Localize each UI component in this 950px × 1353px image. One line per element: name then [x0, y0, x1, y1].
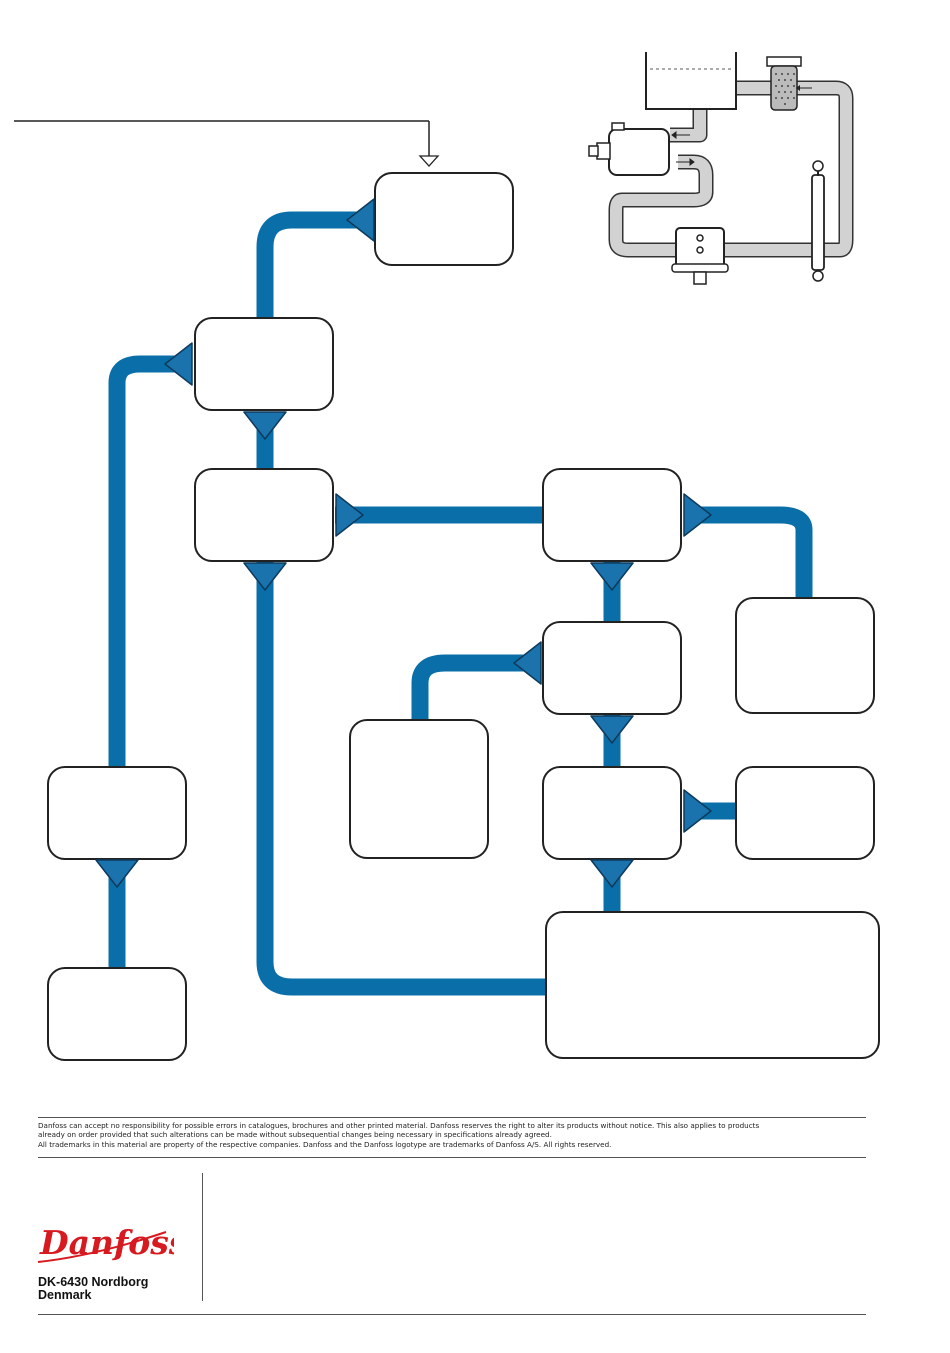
box-middle-right: [542, 468, 682, 562]
address: DK-6430 Nordborg Denmark: [38, 1276, 148, 1302]
arrow-down-center: [590, 715, 634, 744]
arrow-down-middle-right: [590, 562, 634, 591]
hydraulic-schematic: [588, 52, 854, 285]
pipe-b3-to-b11: [256, 562, 546, 996]
arrow-left-into-center-box: [513, 641, 542, 685]
box-lower-center: [542, 766, 682, 860]
arrow-down-left-box: [95, 859, 139, 888]
box-far-right: [735, 597, 875, 714]
logo-wordmark: Danfoss: [39, 1223, 174, 1262]
disclaimer-bottom-rule: [38, 1157, 866, 1158]
arrow-right-middle-right: [683, 493, 712, 537]
leader-line: [14, 120, 440, 167]
disclaimer-line-3: All trademarks in this material are prop…: [38, 1139, 612, 1149]
danfoss-logo: Danfoss: [34, 1216, 187, 1273]
flow-boxes: [47, 172, 880, 1061]
box-top: [374, 172, 514, 266]
disclaimer-top-rule: [38, 1117, 866, 1118]
arrow-left-into-top-box: [346, 198, 375, 242]
address-line-2: Denmark: [38, 1288, 92, 1302]
pipe-b7-to-b4: [695, 506, 813, 598]
box-left: [47, 766, 187, 860]
address-line-1: DK-6430 Nordborg: [38, 1275, 149, 1289]
arrow-right-lower-center: [683, 789, 712, 833]
pipe-b6-to-b2: [108, 355, 178, 768]
footer-bottom-rule: [38, 1314, 866, 1315]
flow-diagram: [14, 52, 880, 1061]
pipe-b8-to-b5: [411, 654, 528, 720]
pipe-b2-to-b1: [256, 211, 360, 320]
disclaimer-line-1: Danfoss can accept no responsibility for…: [38, 1121, 760, 1130]
box-center-left: [349, 719, 489, 859]
box-middle-left: [194, 468, 334, 562]
flow-arrows: [95, 198, 712, 888]
arrow-left-into-upper-left-box: [164, 342, 193, 386]
box-center: [542, 621, 682, 715]
disclaimer: Danfoss can accept no responsibility for…: [38, 1121, 868, 1149]
arrow-right-middle-left: [335, 493, 364, 537]
box-lower-right: [735, 766, 875, 860]
box-upper-left: [194, 317, 334, 411]
box-bottom-left: [47, 967, 187, 1061]
disclaimer-line-2: already on order provided that such alte…: [38, 1130, 552, 1140]
arrow-down-upper-left: [243, 411, 287, 440]
arrow-down-middle-left: [243, 562, 287, 591]
box-bottom-wide: [545, 911, 880, 1059]
footer-divider: [202, 1173, 203, 1301]
arrow-down-lower-center: [590, 859, 634, 888]
